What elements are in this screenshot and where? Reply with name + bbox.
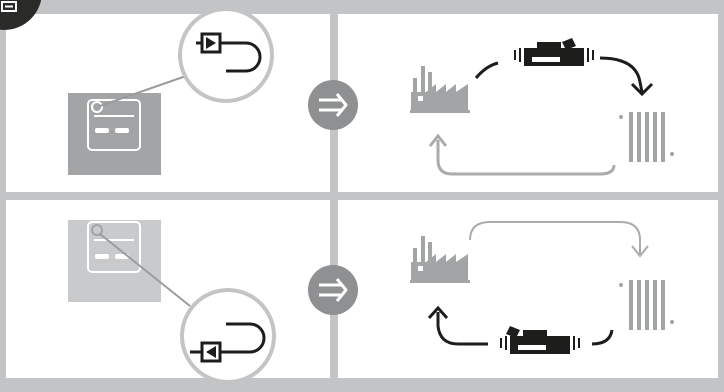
magnifier-callout [180, 288, 276, 384]
pipe-loop-icon [226, 41, 262, 73]
corner-badge-icon [0, 0, 42, 30]
result-arrow-icon [308, 265, 358, 315]
radiator-icon [619, 280, 674, 330]
flow-line-return [436, 140, 616, 176]
magnifier-callout [178, 7, 274, 103]
flow-meter-icon [514, 38, 594, 66]
controller-device-icon [68, 93, 161, 175]
factory-icon [410, 66, 470, 113]
result-arrow-icon [308, 80, 358, 130]
panel-top-right [338, 14, 718, 192]
controller-device-icon [68, 220, 161, 302]
valve-symbol-icon [190, 341, 226, 363]
pipe-loop-icon [226, 322, 266, 354]
callout-line-bottom [99, 233, 191, 307]
callout-line-top [99, 75, 187, 107]
flow-meter-icon [500, 326, 580, 354]
flow-line-supply [469, 221, 641, 254]
factory-icon [410, 236, 470, 283]
radiator-icon [619, 112, 674, 162]
panel-top-left [6, 14, 330, 192]
flow-arrow-icon [436, 312, 488, 346]
flow-arrow-icon [599, 56, 644, 93]
flow-line-return [591, 329, 614, 346]
flow-line-supply [474, 61, 499, 79]
valve-symbol-icon [196, 32, 232, 54]
